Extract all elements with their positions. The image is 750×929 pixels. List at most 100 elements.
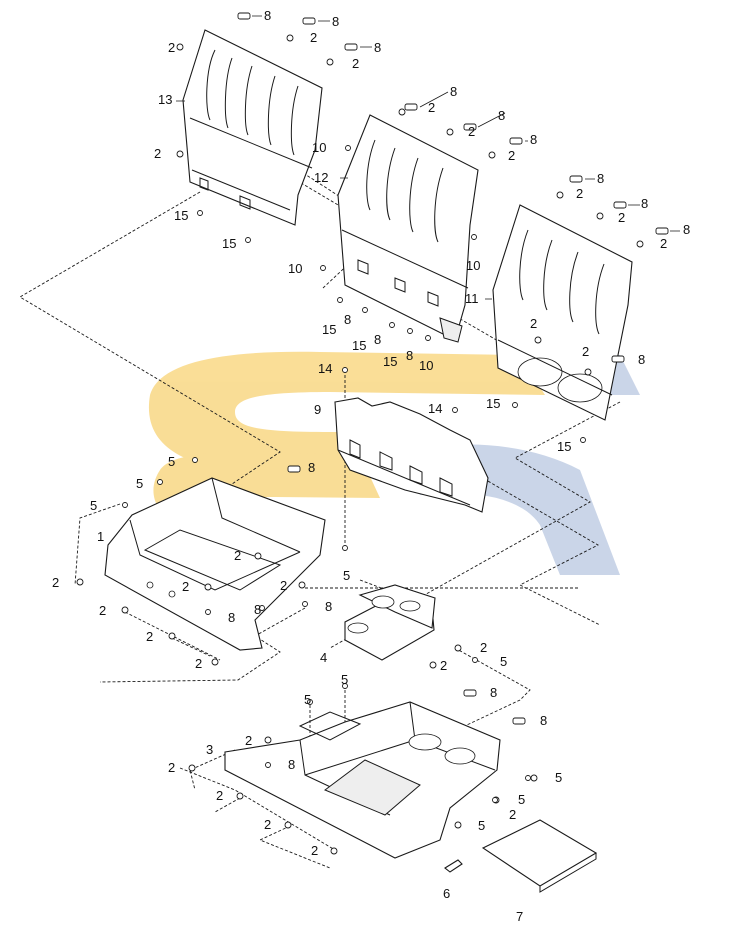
bracket-9 bbox=[334, 397, 489, 513]
screw-bb bbox=[205, 609, 211, 615]
tray-1 bbox=[104, 477, 326, 651]
callout-8: 8 bbox=[683, 222, 690, 237]
cover-plate-7 bbox=[481, 819, 598, 893]
callout-5: 5 bbox=[90, 498, 97, 513]
screw-au bbox=[342, 545, 348, 551]
callout-2: 2 bbox=[480, 640, 487, 655]
callout-15: 15 bbox=[322, 322, 336, 337]
screw-x bbox=[236, 792, 244, 800]
bolt-g bbox=[569, 175, 583, 183]
callout-8: 8 bbox=[490, 685, 497, 700]
callout-2: 2 bbox=[52, 575, 59, 590]
screw-j bbox=[636, 240, 644, 248]
callout-2: 2 bbox=[182, 579, 189, 594]
leader-lines bbox=[176, 15, 680, 300]
screw-ay bbox=[525, 775, 531, 781]
callout-7: 7 bbox=[516, 909, 523, 924]
callout-11: 11 bbox=[465, 291, 479, 306]
screw-u bbox=[429, 661, 437, 669]
screw-c bbox=[326, 58, 334, 66]
screw-a bbox=[176, 43, 184, 51]
bolt-h bbox=[613, 201, 627, 209]
callout-2: 2 bbox=[216, 788, 223, 803]
callout-2: 2 bbox=[234, 548, 241, 563]
callout-1: 1 bbox=[97, 529, 104, 544]
bolt-f bbox=[509, 137, 523, 145]
screw-p bbox=[211, 658, 219, 666]
screw-ah bbox=[512, 402, 518, 408]
callout-2: 2 bbox=[428, 100, 435, 115]
cup-holder-4 bbox=[344, 584, 436, 661]
screw-ax bbox=[307, 699, 313, 705]
screw-ac bbox=[530, 774, 538, 782]
callout-8: 8 bbox=[325, 599, 332, 614]
bolt-a bbox=[237, 12, 251, 20]
screw-ab bbox=[454, 821, 462, 829]
screw-am bbox=[425, 335, 431, 341]
callout-5: 5 bbox=[555, 770, 562, 785]
bolt-b bbox=[302, 17, 316, 25]
callout-2: 2 bbox=[99, 603, 106, 618]
callout-8: 8 bbox=[450, 84, 457, 99]
screw-g bbox=[488, 151, 496, 159]
callout-2: 2 bbox=[280, 578, 287, 593]
callout-10: 10 bbox=[466, 258, 480, 273]
bolt-j bbox=[287, 465, 301, 473]
callout-5: 5 bbox=[168, 454, 175, 469]
screw-ak bbox=[471, 234, 477, 240]
screw-at bbox=[122, 502, 128, 508]
callout-15: 15 bbox=[383, 354, 397, 369]
screw-af bbox=[197, 210, 203, 216]
bolt-m bbox=[611, 355, 625, 363]
callout-2: 2 bbox=[509, 807, 516, 822]
callout-2: 2 bbox=[310, 30, 317, 45]
callout-8: 8 bbox=[638, 352, 645, 367]
callout-8: 8 bbox=[344, 312, 351, 327]
tray-3 bbox=[224, 701, 501, 859]
screw-v bbox=[264, 736, 272, 744]
fastener-set bbox=[76, 12, 669, 855]
callout-8: 8 bbox=[597, 171, 604, 186]
screw-d bbox=[176, 150, 184, 158]
bolt-d bbox=[404, 103, 418, 111]
callout-15: 15 bbox=[222, 236, 236, 251]
callout-15: 15 bbox=[352, 338, 366, 353]
callout-14: 14 bbox=[428, 401, 442, 416]
screw-al bbox=[320, 265, 326, 271]
screw-w bbox=[188, 764, 196, 772]
screw-as bbox=[157, 479, 163, 485]
screw-f bbox=[446, 128, 454, 136]
callout-8: 8 bbox=[308, 460, 315, 475]
callout-2: 2 bbox=[168, 40, 175, 55]
callout-2: 2 bbox=[311, 843, 318, 858]
callout-8: 8 bbox=[530, 132, 537, 147]
screw-i bbox=[596, 212, 604, 220]
callout-5: 5 bbox=[478, 818, 485, 833]
callout-8: 8 bbox=[288, 757, 295, 772]
callout-10: 10 bbox=[288, 261, 302, 276]
screw-aw bbox=[342, 683, 348, 689]
callout-2: 2 bbox=[168, 760, 175, 775]
callout-2: 2 bbox=[576, 186, 583, 201]
callout-10: 10 bbox=[312, 140, 326, 155]
screw-t bbox=[454, 644, 462, 652]
callout-2: 2 bbox=[154, 146, 161, 161]
callout-5: 5 bbox=[518, 792, 525, 807]
screw-ae bbox=[452, 407, 458, 413]
screw-l bbox=[584, 368, 592, 376]
callout-15: 15 bbox=[174, 208, 188, 223]
callout-3: 3 bbox=[206, 742, 213, 757]
callout-8: 8 bbox=[498, 108, 505, 123]
callout-8: 8 bbox=[332, 14, 339, 29]
callout-8: 8 bbox=[374, 332, 381, 347]
screw-n bbox=[121, 606, 129, 614]
bolt-i bbox=[655, 227, 669, 235]
callouts: 8 8 2 2 8 2 13 8 2 8 2 8 2 10 2 12 8 2 8… bbox=[52, 8, 690, 924]
panel-11 bbox=[492, 204, 633, 421]
bolt-k bbox=[463, 689, 477, 697]
screw-bc bbox=[302, 601, 308, 607]
callout-2: 2 bbox=[146, 629, 153, 644]
callout-5: 5 bbox=[500, 654, 507, 669]
screw-k bbox=[534, 336, 542, 344]
callout-2: 2 bbox=[508, 148, 515, 163]
